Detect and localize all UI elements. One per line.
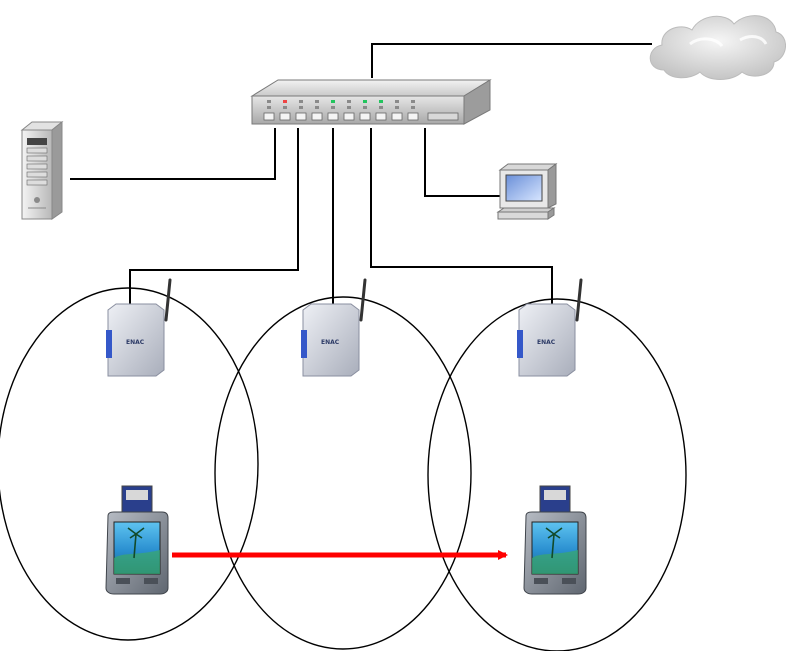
port-led-secondary bbox=[331, 106, 335, 109]
pda-device-icon bbox=[524, 486, 586, 594]
port-led bbox=[331, 100, 335, 103]
desktop-computer-icon bbox=[498, 164, 556, 219]
switch-port bbox=[376, 113, 386, 120]
port-led bbox=[315, 100, 319, 103]
port-led-secondary bbox=[315, 106, 319, 109]
port-led bbox=[363, 100, 367, 103]
wireless-access-point-icon: ENAC bbox=[106, 280, 170, 376]
link-switch-workstation bbox=[425, 128, 500, 196]
switch-port bbox=[344, 113, 354, 120]
ap-brand-label: ENAC bbox=[321, 339, 340, 346]
port-led-secondary bbox=[267, 106, 271, 109]
switch-port bbox=[296, 113, 306, 120]
port-led bbox=[379, 100, 383, 103]
ap-brand-label: ENAC bbox=[537, 339, 556, 346]
link-switch-internet bbox=[372, 44, 652, 78]
switch-port bbox=[328, 113, 338, 120]
network-switch-icon bbox=[252, 80, 490, 124]
port-led-secondary bbox=[411, 106, 415, 109]
wireless-access-point-icon: ENAC bbox=[517, 280, 581, 376]
port-led bbox=[395, 100, 399, 103]
switch-port bbox=[264, 113, 274, 120]
port-led bbox=[267, 100, 271, 103]
switch-port bbox=[312, 113, 322, 120]
port-led-secondary bbox=[395, 106, 399, 109]
pda-device-icon bbox=[106, 486, 168, 594]
port-led-secondary bbox=[347, 106, 351, 109]
cloud-icon bbox=[650, 16, 785, 80]
port-led-secondary bbox=[363, 106, 367, 109]
port-led-secondary bbox=[379, 106, 383, 109]
port-led-secondary bbox=[299, 106, 303, 109]
switch-port bbox=[280, 113, 290, 120]
switch-port bbox=[360, 113, 370, 120]
server-tower-icon bbox=[22, 122, 62, 219]
switch-port bbox=[392, 113, 402, 120]
ap-brand-label: ENAC bbox=[126, 339, 145, 346]
port-led-secondary bbox=[283, 106, 287, 109]
port-led bbox=[299, 100, 303, 103]
link-switch-ap-1 bbox=[130, 128, 298, 308]
switch-port bbox=[408, 113, 418, 120]
port-led bbox=[347, 100, 351, 103]
port-led bbox=[411, 100, 415, 103]
switch-uplink-slot bbox=[428, 113, 458, 120]
port-led bbox=[283, 100, 287, 103]
link-switch-server bbox=[70, 128, 275, 179]
